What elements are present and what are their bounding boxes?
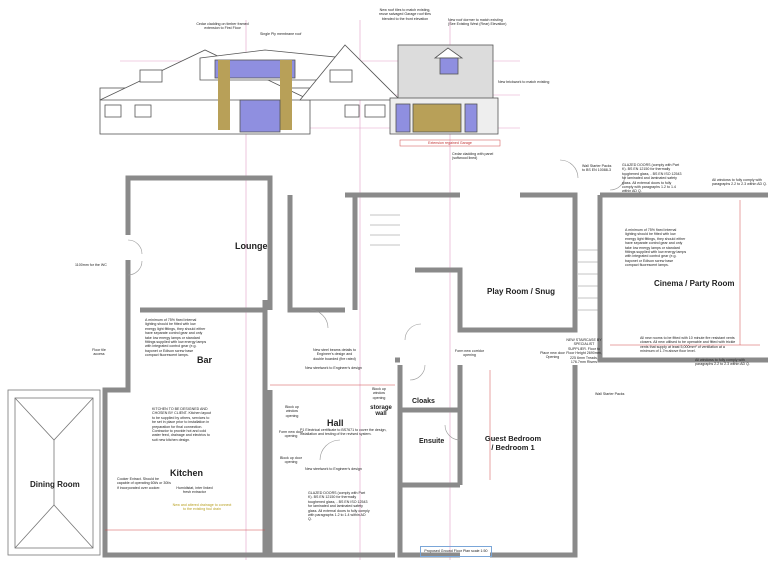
dimension-lines	[105, 200, 760, 531]
note-block-window: Block up window opening	[285, 405, 299, 418]
note-wall-starter: Wall Starter Packs	[595, 392, 625, 396]
note-cooker: Cooker Extract. Should be capable of ope…	[117, 477, 171, 490]
note-electrical: P1 Electrical certificate to BS7671 to c…	[300, 428, 387, 437]
note-form-door: Form new door opening	[278, 430, 304, 439]
note-vents: All new rooms to be fitted with 10 minut…	[640, 336, 736, 354]
room-play: Play Room / Snug	[487, 287, 556, 296]
label-storage-wall: storage wall	[370, 405, 392, 417]
note-cedar-panel: Cedar cladding with panel (softwood line…	[452, 152, 494, 161]
door-swings	[127, 159, 626, 461]
note-new-steelwork: New steelwork to Engineer's design	[305, 366, 362, 370]
note-extractor: Humidistat, inter linked fresh extractor	[176, 486, 213, 495]
note-new-steelwork-2: New steelwork to Engineer's design	[305, 467, 362, 471]
room-ensuite: Ensuite	[419, 438, 445, 445]
note-block-window-2: Block up window opening	[372, 387, 386, 400]
drawing-title: Proposed Ground Floor Plan scale 1:50	[420, 546, 492, 557]
note-garage: Extension regained Garage	[428, 141, 472, 145]
conservatory	[7, 389, 101, 556]
room-cinema: Cinema / Party Room	[654, 279, 735, 288]
walls	[102, 175, 768, 558]
note-roof-tiles: New roof tiles to match existing, reuse …	[379, 8, 431, 21]
note-windows-top: All windows to fully comply with paragra…	[712, 178, 767, 187]
note-roof-dormer: New roof dormer to match existing (See E…	[448, 18, 507, 27]
note-windows-right: All windows to fully comply with paragra…	[695, 358, 750, 367]
room-dining: Dining Room	[30, 480, 80, 489]
room-kitchen: Kitchen	[170, 468, 204, 478]
note-glazed-doors-top: GLAZED DOORS (comply with Part K). BS EN…	[622, 163, 682, 194]
note-drainage: New and altered drainage to connect to t…	[172, 503, 232, 512]
note-wc: 1100mm for the WC	[75, 263, 107, 267]
note-staircase: NEW STAIRCASE BY SPECIALIST SUPPLIER. Fl…	[566, 338, 602, 365]
note-brickwork: New brickwork to match existing	[498, 80, 550, 84]
note-wall-starter-top: Wall Starter Packs to BS EN 10088-3	[582, 164, 612, 173]
note-floor-access: Floor tile access	[92, 348, 106, 357]
note-steel-beams: New steel beams details to Engineer's de…	[313, 348, 356, 361]
note-glazed-doors: GLAZED DOORS (comply with Part K). BS EN…	[308, 491, 370, 522]
note-cedar-cladding: Cedar cladding on timber framed extensio…	[196, 22, 249, 31]
note-form-corridor: Form new corridor opening	[454, 349, 485, 358]
front-elevation	[99, 44, 499, 135]
room-bar: Bar	[197, 355, 213, 365]
note-kitchen-design: KITCHEN TO BE DESIGNED AND CHOSEN BY CLI…	[152, 407, 212, 442]
room-guest-bedroom: Guest Bedroom / Bedroom 1	[484, 434, 542, 452]
staircase	[370, 214, 598, 311]
room-cloaks: Cloaks	[412, 398, 435, 405]
note-lighting-play: A minimum of 75% fixed internal lighting…	[625, 228, 687, 268]
note-lighting-bar: A minimum of 75% fixed internal lighting…	[145, 318, 207, 358]
note-place-door: Place new door Opening	[540, 351, 565, 360]
room-hall: Hall	[327, 418, 344, 428]
note-block-door: Block up door opening	[280, 456, 302, 465]
note-single-ply: Single Ply membrane roof	[260, 32, 302, 36]
room-lounge: Lounge	[235, 241, 268, 251]
